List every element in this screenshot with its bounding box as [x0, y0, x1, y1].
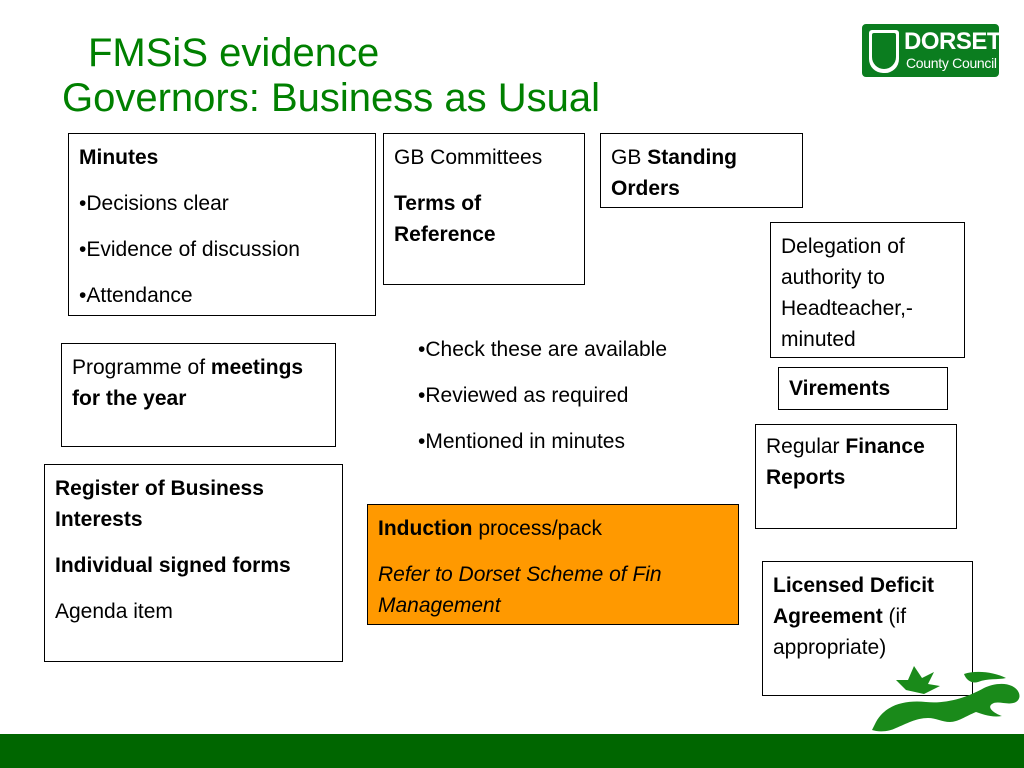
induction-bold: Induction [378, 517, 473, 540]
standing-orders-bold: Standing Orders [611, 146, 738, 200]
register-line-3: Agenda item [55, 600, 173, 623]
minutes-item: •Attendance [79, 284, 193, 307]
checklist-item: •Check these are available [418, 338, 667, 361]
licensed-deficit-box: Licensed Deficit Agreement (if appropria… [762, 561, 973, 696]
register-line-2: Individual signed forms [55, 554, 291, 577]
logo-name: DORSET [904, 28, 1002, 55]
dorset-county-council-logo: DORSET County Council [862, 24, 1002, 77]
gb-committees-box: GB Committees Terms of Reference [383, 133, 585, 285]
minutes-heading: Minutes [79, 146, 159, 169]
checklist-item: •Reviewed as required [418, 384, 629, 407]
finance-reports-box: Regular Finance Reports [755, 424, 957, 529]
virements-text: Virements [789, 377, 891, 400]
checklist-item: •Mentioned in minutes [418, 430, 625, 453]
register-box: Register of Business Interests Individua… [44, 464, 343, 662]
footer-bar [0, 734, 1024, 768]
programme-box: Programme of meetings for the year [61, 343, 336, 447]
minutes-box: Minutes •Decisions clear •Evidence of di… [68, 133, 376, 316]
standing-orders-prefix: GB [611, 146, 648, 169]
delegation-text: Delegation of authority to Headteacher,-… [781, 235, 913, 351]
title-line-2: Governors: Business as Usual [62, 76, 601, 120]
gb-committees-label: GB Committees [394, 146, 543, 169]
delegation-box: Delegation of authority to Headteacher,-… [770, 222, 965, 358]
finance-reports-prefix: Regular [766, 435, 846, 458]
standing-orders-box: GB Standing Orders [600, 133, 803, 208]
logo-subtitle: County Council [906, 55, 997, 71]
lion-icon [872, 666, 1020, 732]
licensed-deficit-bold: Licensed Deficit Agreement [773, 574, 935, 628]
finance-reports-bold: Finance Reports [766, 435, 925, 489]
minutes-item: •Evidence of discussion [79, 238, 300, 261]
register-line-1: Register of Business Interests [55, 477, 264, 531]
checklist: •Check these are available •Reviewed as … [418, 334, 748, 472]
title-line-1: FMSiS evidence [88, 31, 380, 75]
crest-icon [869, 30, 899, 73]
terms-of-reference: Terms of Reference [394, 192, 496, 246]
induction-box: Induction process/pack Refer to Dorset S… [367, 504, 739, 625]
licensed-deficit-rest: (if appropriate) [773, 605, 907, 659]
virements-box: Virements [778, 367, 948, 410]
programme-bold: meetings for the year [72, 356, 304, 410]
minutes-item: •Decisions clear [79, 192, 229, 215]
programme-prefix: Programme of [72, 356, 211, 379]
induction-italic: Refer to Dorset Scheme of Fin Management [378, 563, 662, 617]
induction-rest: process/pack [472, 517, 603, 540]
